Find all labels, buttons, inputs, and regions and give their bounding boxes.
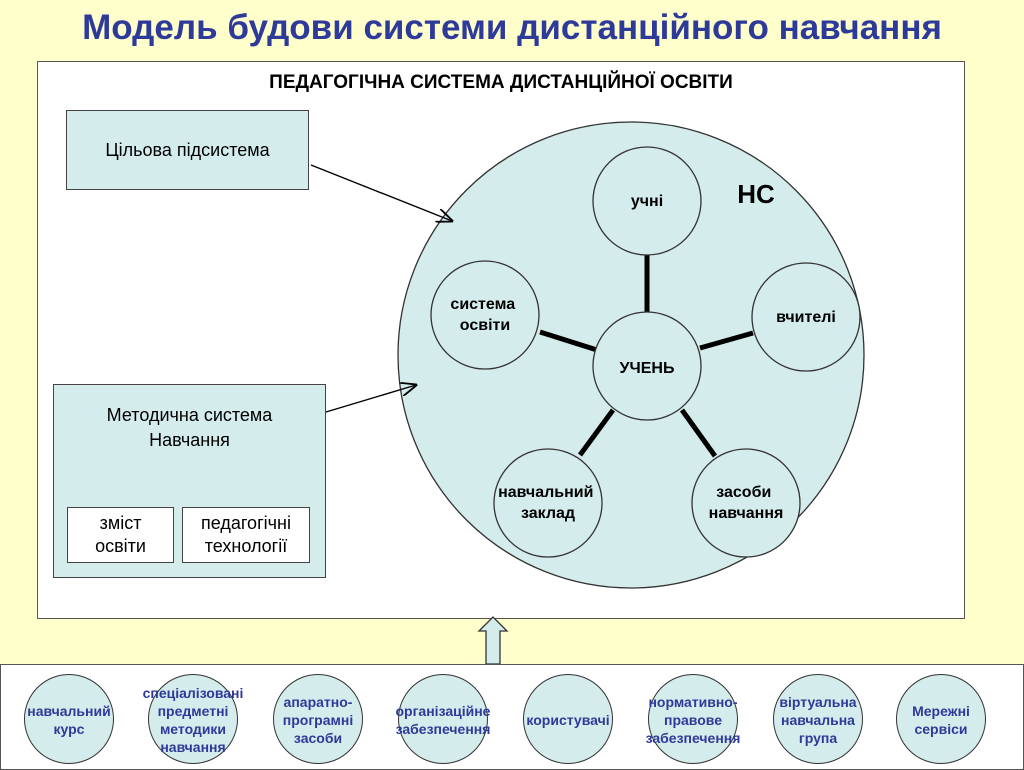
node-learning-tools (691, 448, 801, 558)
bottom-item-line: методики (159, 721, 227, 737)
bottom-item-line: нормативно- (648, 694, 738, 710)
spoke-teachers (699, 330, 754, 351)
bottom-item-line: забезпечення (645, 730, 741, 746)
bottom-item-circle (648, 674, 738, 764)
node-center-label: УЧЕНЬ (620, 360, 675, 377)
node-learning-tools-label: засоби навчання (709, 484, 784, 522)
methodical-system-box: Методична система Навчання зміст освіти … (53, 384, 326, 578)
node-institution (493, 448, 603, 558)
bottom-item-line: група (798, 730, 838, 746)
bottom-item-circle (273, 674, 363, 764)
spoke-institution (577, 408, 616, 457)
methodical-system-title: Методична система Навчання (106, 405, 273, 450)
bottom-item-line: програмні (282, 712, 354, 728)
pedagogical-technologies-box: педагогічні технології (182, 507, 310, 563)
bottom-item-line: спеціалізовані (142, 685, 244, 701)
bottom-item-line: користувачі (526, 712, 610, 728)
ns-label: НС (737, 179, 775, 209)
bottom-item-label: користувачі (498, 711, 638, 729)
bottom-item-label: Мережні сервіси (871, 702, 1011, 738)
bottom-item-line: курс (53, 721, 85, 737)
bottom-item-circle (896, 674, 986, 764)
node-teachers-label: вчителі (776, 309, 836, 326)
node-center (592, 311, 702, 421)
bottom-item-label: навчальний курс (0, 702, 139, 738)
spoke-learning-tools (679, 408, 718, 458)
target-subsystem-label: Цільова підсистема (105, 139, 270, 160)
spoke-education-system (539, 329, 598, 353)
education-content-box: зміст освіти (67, 507, 174, 563)
bottom-item-line: віртуальна (779, 694, 857, 710)
bottom-item-line: забезпечення (395, 721, 491, 737)
node-pupils-label: учні (631, 193, 663, 210)
target-subsystem-box: Цільова підсистема (66, 110, 309, 190)
arrow-methodical-system (325, 385, 416, 413)
bottom-item-circle (24, 674, 114, 764)
bottom-item-line: навчальна (781, 712, 855, 728)
bottom-item-line: навчання (160, 739, 226, 755)
bottom-item-circle (148, 674, 238, 764)
bottom-item-label: апаратно-програмні засоби (248, 693, 388, 747)
bottom-item-circle (523, 674, 613, 764)
bottom-item-line: апаратно- (283, 694, 353, 710)
node-teachers (751, 262, 861, 372)
bottom-item-line: предметні (157, 703, 229, 719)
arrow-target-subsystem (310, 164, 452, 221)
bottom-item-line: навчальний (27, 703, 111, 719)
node-pupils (592, 146, 702, 256)
bottom-item-line: сервіси (914, 721, 968, 737)
bottom-item-circle (773, 674, 863, 764)
bottom-item-label: нормативно-правове забезпечення (623, 693, 763, 747)
node-education-system-label: система освіти (450, 296, 519, 334)
node-institution-label: навчальний заклад (498, 484, 598, 522)
node-education-system (430, 260, 540, 370)
bottom-item-label: віртуальна навчальна група (748, 693, 888, 747)
up-arrow-icon (477, 616, 509, 665)
bottom-item-line: правове (664, 712, 722, 728)
bottom-item-circle (398, 674, 488, 764)
slide-title: Модель будови системи дистанційного навч… (82, 8, 942, 47)
bottom-item-line: засоби (293, 730, 343, 746)
bottom-item-line: організаційне (395, 703, 491, 719)
bottom-item-label: організаційне забезпечення (373, 702, 513, 738)
bottom-item-line: Мережні (912, 703, 970, 719)
frame-title: ПЕДАГОГІЧНА СИСТЕМА ДИСТАНЦІЙНОЇ ОСВІТИ (269, 72, 733, 93)
bottom-item-label: спеціалізовані предметні методики навчання (123, 684, 263, 756)
